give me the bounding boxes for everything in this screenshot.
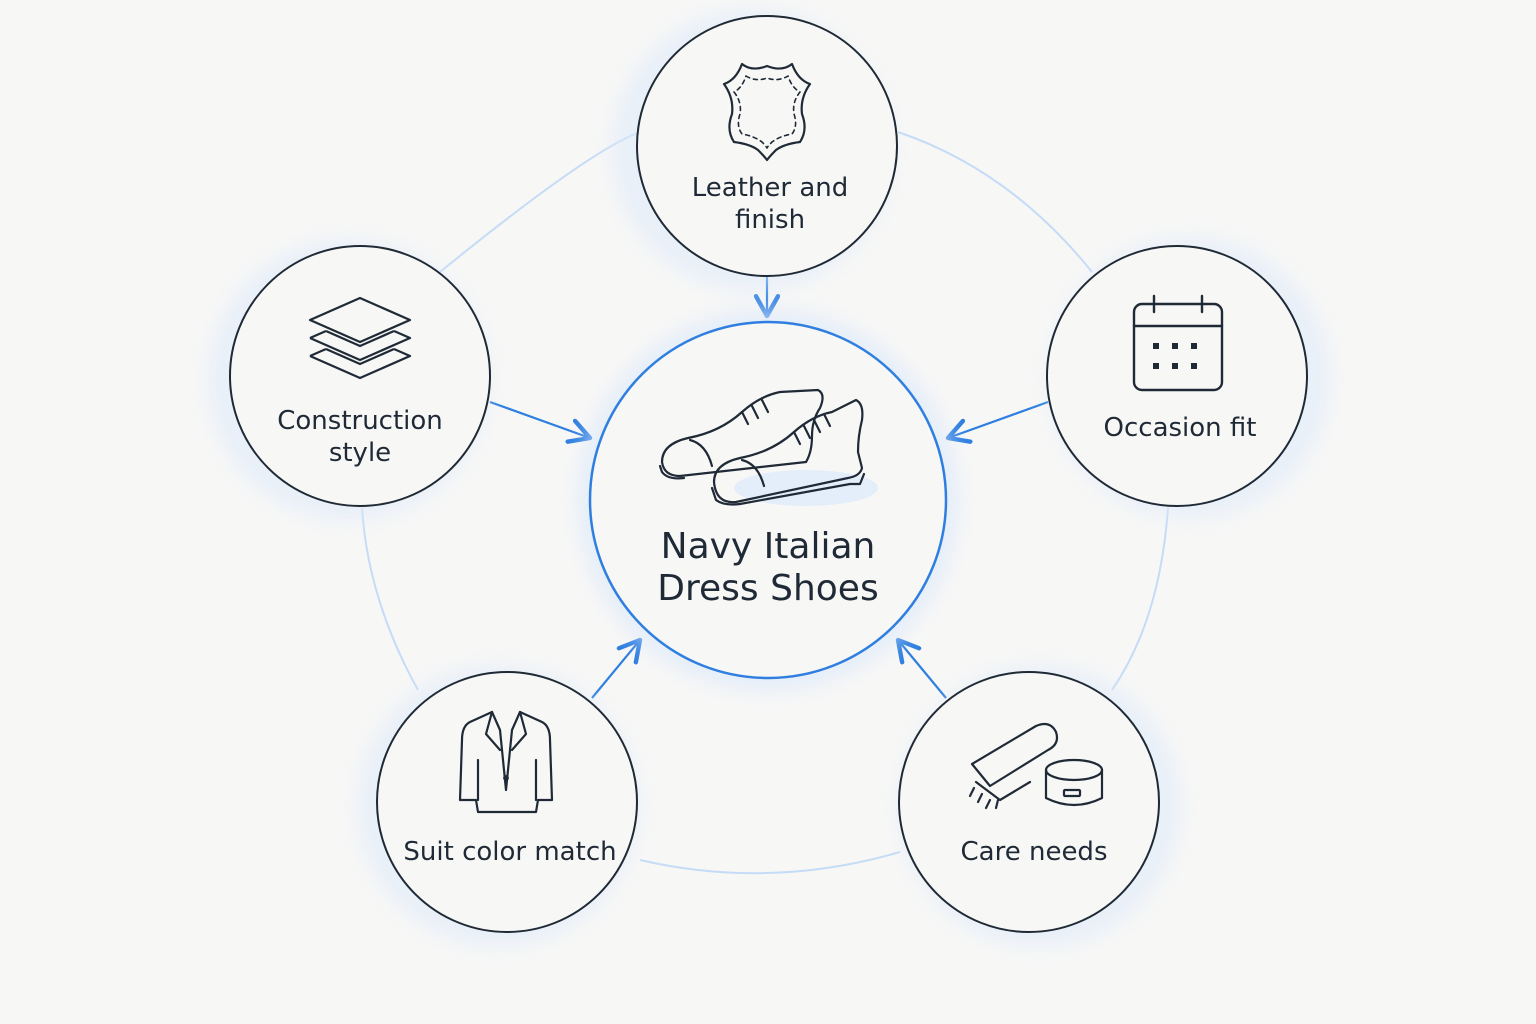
arrow-construction (489, 400, 593, 444)
suit-jacket-icon (458, 710, 554, 814)
arrow-occasion (945, 400, 1049, 444)
node-construction-label: Construction style (277, 406, 443, 468)
node-construction (208, 240, 491, 520)
node-leather-label: Leather and finish (691, 173, 849, 235)
node-care (898, 666, 1180, 946)
layers-icon (308, 296, 412, 380)
center-node (578, 310, 958, 690)
node-care-label: Care needs (960, 837, 1108, 867)
dress-shoes-icon (658, 388, 878, 506)
shoe-brush-polish-icon (968, 722, 1104, 810)
node-occasion (1046, 238, 1330, 518)
arrow-suit (591, 637, 643, 699)
node-suit (358, 666, 638, 946)
node-suit-label: Suit color match (403, 837, 617, 867)
leather-hide-icon (722, 62, 812, 162)
arrow-care (895, 637, 947, 699)
calendar-icon (1132, 294, 1224, 392)
node-occasion-label: Occasion fit (1103, 413, 1257, 443)
center-title: Navy Italian Dress Shoes (657, 526, 879, 609)
node-leather (612, 10, 898, 290)
